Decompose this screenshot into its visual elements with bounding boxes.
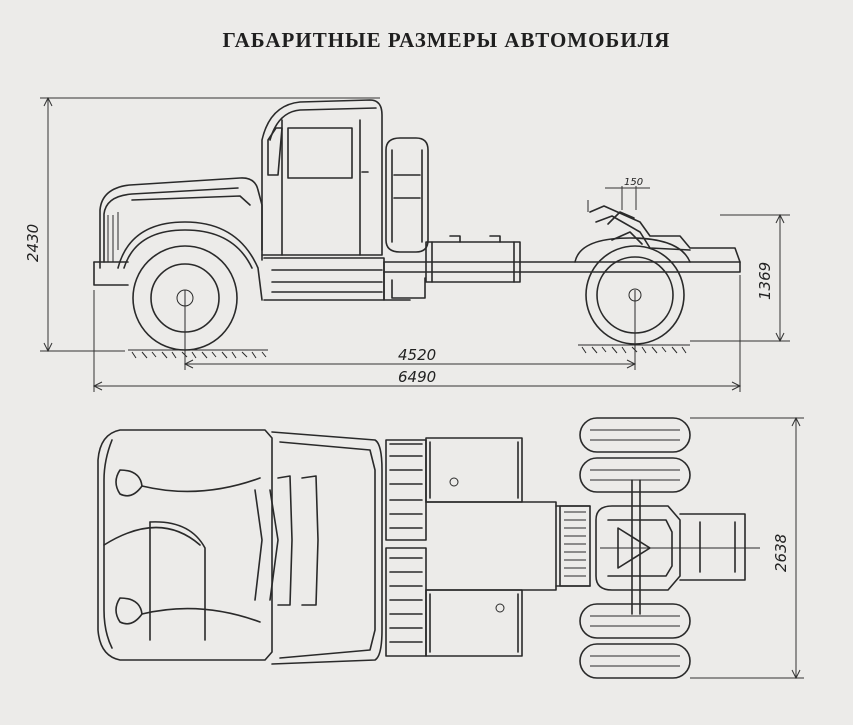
page-title: ГАБАРИТНЫЕ РАЗМЕРЫ АВТОМОБИЛЯ <box>222 28 671 52</box>
dimension-height <box>40 96 380 353</box>
dimension-width <box>690 416 804 680</box>
length-label: 6490 <box>398 368 436 386</box>
dimension-fifth-wheel-offset <box>605 186 650 210</box>
dimension-wheelbase <box>183 348 637 370</box>
truck-top-view <box>97 417 760 679</box>
rear-tires-top <box>579 417 691 679</box>
truck-side-view <box>93 99 741 359</box>
height-label: 2430 <box>24 224 42 262</box>
dimension-fifth-wheel-height <box>690 213 790 343</box>
ground-hatch-rear <box>578 344 690 354</box>
width-label: 2638 <box>772 534 790 572</box>
dimension-length <box>92 275 742 392</box>
ground-hatch-front <box>128 349 268 359</box>
fifth-wheel-height-label: 1369 <box>756 262 774 300</box>
fifth-wheel-offset-label: 150 <box>624 177 643 188</box>
wheelbase-label: 4520 <box>398 346 436 364</box>
